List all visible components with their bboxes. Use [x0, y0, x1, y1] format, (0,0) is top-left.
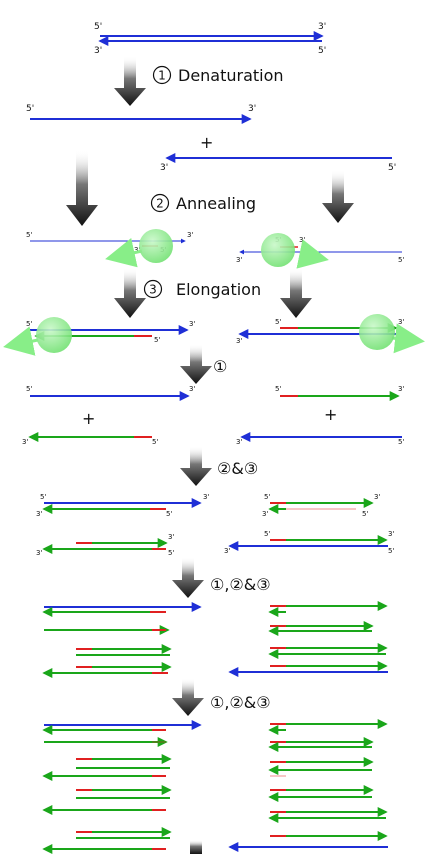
- polymerase-enzyme: [359, 314, 395, 350]
- svg-text:1: 1: [158, 69, 166, 83]
- cycle2-products: 5' 3' 3' 5' 5' 3' 3' 5' 3' 3' 5' 5' 3' 3…: [36, 493, 394, 557]
- process-arrow: [322, 170, 354, 223]
- svg-text:5': 5': [26, 385, 32, 393]
- step-elongation: 3 Elongation: [143, 279, 261, 299]
- svg-text:2: 2: [156, 197, 164, 211]
- process-arrow: [172, 678, 204, 716]
- label-5prime: 5': [94, 22, 102, 32]
- svg-text:5': 5': [398, 256, 404, 264]
- cycle-label-2: ②&③: [217, 459, 258, 478]
- label-3prime: 3': [318, 22, 326, 32]
- svg-text:3': 3': [189, 385, 195, 393]
- svg-text:5': 5': [275, 318, 281, 326]
- elongation-right: 3' 5' 5' 3': [236, 314, 425, 354]
- svg-text:5': 5': [264, 530, 270, 538]
- label-3prime: 3': [94, 46, 102, 56]
- annealing-right: 3' 5' 5' 3': [236, 233, 404, 269]
- svg-text:3': 3': [168, 533, 174, 541]
- elongation-left: 5' 3' 3' 5': [3, 317, 195, 356]
- svg-text:3': 3': [189, 320, 195, 328]
- svg-text:3': 3': [299, 236, 305, 244]
- step-annealing: 2 Annealing: [150, 193, 256, 213]
- svg-text:5': 5': [40, 493, 46, 501]
- cycle-label-1: ①: [213, 357, 227, 376]
- cycle-label-4: ①,②&③: [210, 693, 271, 712]
- plus-sign: +: [324, 405, 337, 424]
- svg-text:3': 3': [236, 256, 242, 264]
- cycle4-products: [42, 719, 388, 854]
- svg-text:3': 3': [224, 547, 230, 555]
- polymerase-enzyme: [36, 317, 72, 353]
- svg-text:5': 5': [264, 493, 270, 501]
- svg-text:5': 5': [152, 438, 158, 446]
- svg-text:5': 5': [275, 385, 281, 393]
- plus-sign: +: [82, 409, 95, 428]
- svg-text:5': 5': [166, 510, 172, 518]
- process-arrow: [66, 150, 98, 226]
- process-arrow: [180, 344, 212, 384]
- svg-text:3': 3': [203, 493, 209, 501]
- separated-strands: 5' 3' + 3' 5': [26, 104, 396, 173]
- polymerase-direction-arrow: [105, 238, 143, 268]
- svg-text:5': 5': [168, 549, 174, 557]
- svg-text:3': 3': [187, 231, 193, 239]
- svg-text:3': 3': [262, 510, 268, 518]
- svg-text:5': 5': [26, 320, 32, 328]
- step-label-denaturation: Denaturation: [178, 66, 284, 85]
- svg-text:3': 3': [398, 385, 404, 393]
- plus-sign: +: [200, 133, 213, 152]
- process-arrow: [180, 446, 212, 486]
- polymerase-direction-arrow: [296, 239, 329, 269]
- svg-text:3': 3': [36, 510, 42, 518]
- svg-text:3': 3': [236, 438, 242, 446]
- svg-text:5': 5': [388, 163, 396, 173]
- process-arrow: [190, 840, 202, 854]
- process-arrow: [114, 56, 146, 106]
- initial-dsdna: 5' 3' 3' 5': [94, 22, 326, 56]
- svg-text:5': 5': [154, 336, 160, 344]
- cycle1-products: 5' 3' 5' 3' + + 3' 5' 3' 5': [22, 385, 404, 446]
- process-arrow: [172, 557, 204, 598]
- svg-text:3': 3': [248, 104, 256, 114]
- svg-text:5': 5': [388, 547, 394, 555]
- step-label-annealing: Annealing: [176, 194, 256, 213]
- svg-text:5': 5': [26, 104, 34, 114]
- svg-text:3': 3': [160, 163, 168, 173]
- svg-text:3': 3': [398, 318, 404, 326]
- step-label-elongation: Elongation: [176, 280, 261, 299]
- svg-text:3': 3': [236, 337, 242, 345]
- polymerase-direction-arrow: [391, 323, 425, 354]
- cycle-label-3: ①,②&③: [210, 575, 271, 594]
- svg-text:5': 5': [26, 231, 32, 239]
- svg-text:5': 5': [398, 438, 404, 446]
- polymerase-direction-arrow: [3, 326, 39, 356]
- process-arrow: [280, 268, 312, 318]
- annealing-left: 5' 3' 3' 5': [26, 229, 193, 268]
- svg-text:3': 3': [374, 493, 380, 501]
- svg-text:5': 5': [362, 510, 368, 518]
- cycle3-products: [42, 601, 388, 678]
- step-denaturation: 1 Denaturation: [152, 65, 284, 85]
- svg-text:3': 3': [36, 549, 42, 557]
- svg-text:3': 3': [388, 530, 394, 538]
- polymerase-enzyme: [261, 233, 295, 267]
- svg-text:3: 3: [149, 283, 157, 297]
- process-arrow: [114, 268, 146, 318]
- svg-text:3': 3': [22, 438, 28, 446]
- polymerase-enzyme: [139, 229, 173, 263]
- label-5prime: 5': [318, 46, 326, 56]
